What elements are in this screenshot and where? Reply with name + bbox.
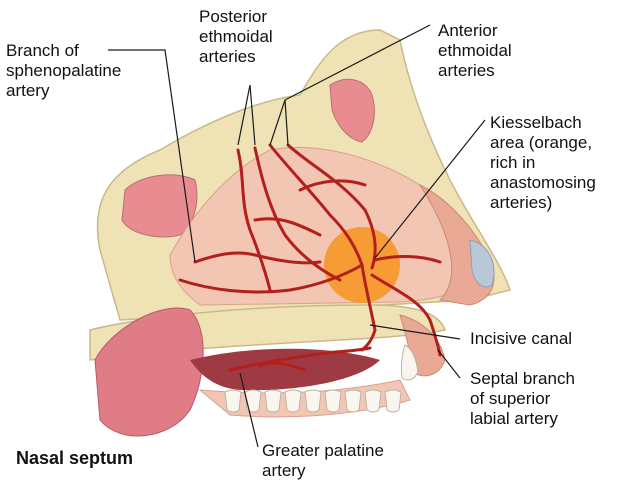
label-septal-branch: Septal branch of superior labial artery: [470, 369, 575, 428]
tooth: [224, 389, 242, 413]
tooth: [304, 389, 322, 413]
artery-sphenopalatine-branch: [193, 251, 322, 265]
leader-septal: [437, 349, 461, 379]
tongue: [94, 307, 204, 437]
tooth: [364, 389, 382, 413]
tooth: [284, 389, 302, 413]
label-branch-sphenopalatine: Branch of sphenopalatine artery: [6, 41, 122, 100]
artery-posterior-ethmoidal-2: [253, 146, 342, 282]
label-anterior-ethmoidal: Anterior ethmoidal arteries: [438, 21, 512, 80]
label-incisive-canal: Incisive canal: [470, 329, 573, 348]
artery-sphenopalatine: [178, 263, 364, 294]
arteries: [178, 143, 442, 372]
artery-anterior-nasal: [373, 254, 442, 264]
leader-greater-palatine: [239, 372, 259, 448]
incisor: [400, 344, 419, 381]
label-kiesselbach: Kiesselbach area (orange, rich in anasto…: [490, 113, 596, 212]
nostril: [469, 239, 495, 288]
leader-kiesselbach: [374, 119, 486, 259]
label-greater-palatine: Greater palatine artery: [262, 441, 384, 480]
tooth: [264, 389, 282, 413]
leader-incisive: [369, 324, 461, 340]
artery-mid-branch: [253, 217, 322, 237]
label-posterior-ethmoidal: Posterior ethmoidal arteries: [199, 7, 273, 66]
tooth: [324, 389, 342, 413]
diagram-title: Nasal septum: [16, 448, 134, 468]
artery-septal-labial: [370, 273, 442, 357]
mouth-floor: [190, 348, 380, 391]
frontal-sinus: [329, 78, 375, 143]
artery-anterior-ethmoidal-1: [268, 143, 364, 267]
leader-lines: [108, 24, 486, 448]
leader-sphenopalatine: [108, 49, 196, 263]
tooth: [344, 389, 362, 413]
artery-upper-branch: [298, 179, 367, 192]
tooth: [384, 389, 402, 413]
artery-to-incisive: [360, 263, 377, 352]
artery-posterior-ethmoidal-1: [236, 148, 272, 292]
leader-posterior-ethmoidal: [237, 84, 251, 146]
leader-posterior-ethmoidal-2: [249, 84, 256, 146]
artery-anterior-ethmoidal-2: [286, 143, 377, 270]
artery-greater-palatine: [228, 346, 372, 372]
leader-anterior-ethmoidal-2: [284, 99, 289, 146]
artery-palatine-branch: [258, 361, 307, 372]
teeth: [224, 344, 419, 413]
sphenoid-sinus: [121, 174, 198, 238]
